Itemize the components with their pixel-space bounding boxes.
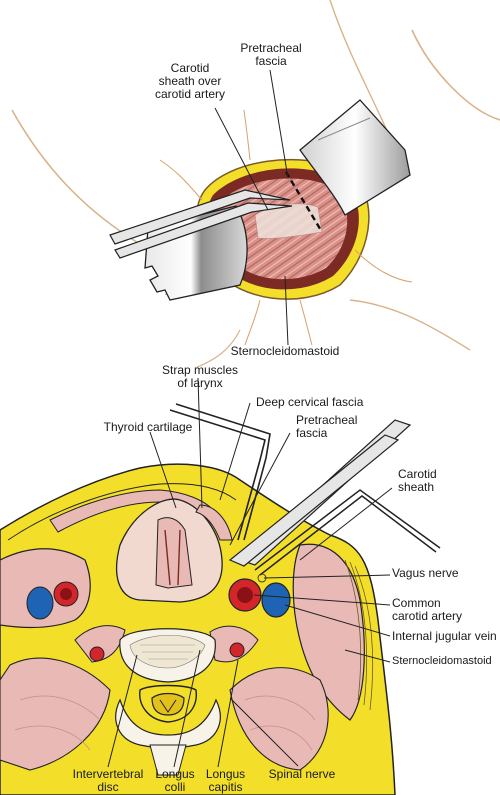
label-intervertebral-disc: Intervertebral disc <box>72 767 144 794</box>
right-vein <box>261 582 291 618</box>
label-thyroid-cartilage: Thyroid cartilage <box>103 420 193 434</box>
leader-pretracheal-top <box>269 69 289 179</box>
forceps-top <box>109 189 293 259</box>
top-view <box>11 0 500 369</box>
skin-contour-lower <box>194 329 241 369</box>
leader-longus-capitis <box>217 659 239 768</box>
label-sternocleidomastoid-cs: Sternocleidomastoid <box>392 655 492 667</box>
platysma-layer <box>7 483 237 541</box>
leader-scm-cs <box>344 649 391 663</box>
forceps-cross-section <box>228 419 412 567</box>
label-longus-capitis: Longus capitis <box>205 767 246 794</box>
vertebral-artery-left <box>89 646 105 662</box>
posterior-arch <box>115 698 221 751</box>
label-carotid-sheath: Carotid sheath <box>398 467 437 494</box>
label-deep-cervical-fascia: Deep cervical fascia <box>256 395 364 409</box>
cross-section <box>0 377 441 795</box>
leader-common-carotid <box>253 594 391 606</box>
leader-scm-top <box>284 275 289 346</box>
leader-pretracheal-cs <box>229 432 291 546</box>
strap-muscle <box>195 504 233 541</box>
label-pretracheal-fascia-cs: Pretracheal fascia <box>296 413 358 440</box>
sheath-retractor <box>254 489 441 576</box>
vertebral-artery-right <box>229 642 245 658</box>
deep-muscle-right <box>229 667 329 771</box>
skin-contour-right-upper <box>411 29 500 121</box>
leader-longus-colli <box>173 649 201 768</box>
leader-vagus <box>263 574 391 579</box>
label-pretracheal-fascia-top: Pretracheal fascia <box>240 41 302 68</box>
label-strap-muscles: Strap muscles of larynx <box>161 363 239 390</box>
leader-carotid-sheath-cs <box>299 487 393 561</box>
right-retractor <box>299 99 411 216</box>
leader-strap <box>197 377 203 509</box>
leader-deep-fascia <box>219 402 251 501</box>
spinal-cord <box>151 692 185 716</box>
deep-muscle-left <box>0 657 111 771</box>
label-common-carotid-artery: Common carotid artery <box>392 596 463 623</box>
label-internal-jugular-vein: Internal jugular vein <box>392 629 497 643</box>
fascia-incision-line <box>284 171 324 233</box>
leader-ijv <box>284 604 391 637</box>
label-vagus-nerve: Vagus nerve <box>392 566 459 580</box>
leader-spinal-nerve <box>229 697 299 767</box>
label-spinal-nerve: Spinal nerve <box>268 767 336 781</box>
label-carotid-sheath-over-artery: Carotid sheath over carotid artery <box>154 61 226 101</box>
leader-carotid-sheath-top <box>214 107 269 211</box>
skin-contour-lower-right <box>349 299 471 351</box>
label-sternocleidomastoid-top: Sternocleidomastoid <box>230 344 340 358</box>
left-retractor <box>144 205 248 301</box>
leader-thyroid <box>149 431 177 509</box>
label-longus-colli: Longus colli <box>155 767 195 794</box>
left-vein <box>26 586 54 620</box>
leader-disc <box>107 654 138 768</box>
disc-texture <box>129 634 206 669</box>
